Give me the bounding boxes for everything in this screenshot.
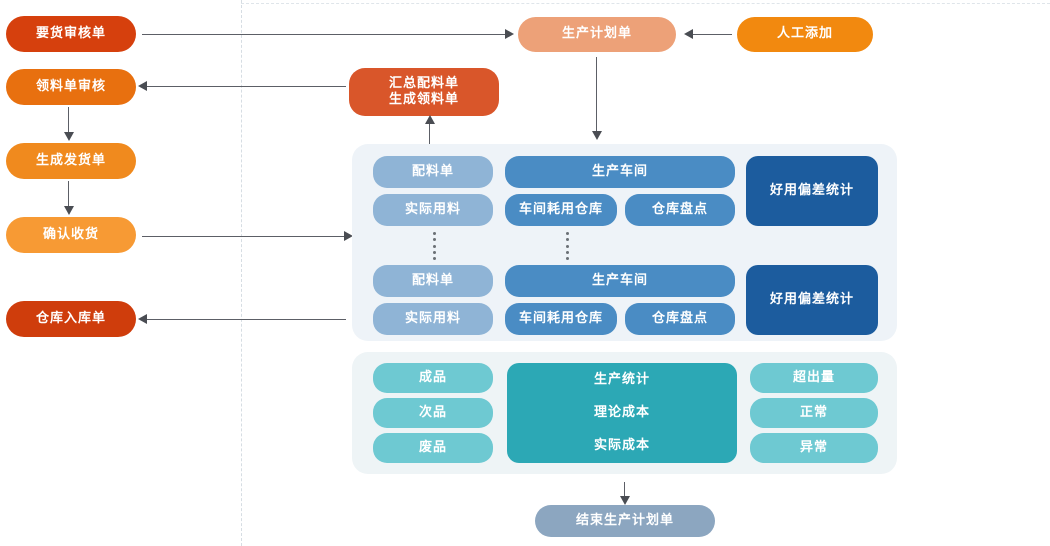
arrow-line-plan-to-production <box>596 57 597 133</box>
arrow-head-production-to-summarize <box>425 115 435 124</box>
node-stock-check-1[interactable]: 仓库盘点 <box>625 194 735 226</box>
node-warehouse-inbound-order[interactable]: 仓库入库单 <box>6 301 136 337</box>
arrow-line-requisition-to-plan <box>142 34 506 35</box>
node-deviation-statistics-1[interactable]: 好用偏差统计 <box>746 156 878 226</box>
node-requisition-review[interactable]: 要货审核单 <box>6 16 136 52</box>
node-production-plan-order[interactable]: 生产计划单 <box>518 17 676 52</box>
ellipsis-dots-right <box>566 232 569 260</box>
arrow-line-delivery-to-receipt <box>68 181 69 208</box>
node-confirm-receipt[interactable]: 确认收货 <box>6 217 136 253</box>
node-scrap-product[interactable]: 废品 <box>373 433 493 463</box>
node-recipe-order-2[interactable]: 配料单 <box>373 265 493 297</box>
node-generate-delivery-order[interactable]: 生成发货单 <box>6 143 136 179</box>
node-workshop-2[interactable]: 生产车间 <box>505 265 735 297</box>
node-workshop-1[interactable]: 生产车间 <box>505 156 735 188</box>
node-defective-product[interactable]: 次品 <box>373 398 493 428</box>
production-statistics-line-1: 生产统计 <box>593 371 650 387</box>
arrow-head-summarize-to-requisition-review <box>138 81 147 91</box>
node-stock-check-2[interactable]: 仓库盘点 <box>625 303 735 335</box>
node-workshop-warehouse-1[interactable]: 车间耗用仓库 <box>505 194 617 226</box>
arrow-line-manual-to-plan <box>692 34 732 35</box>
arrow-head-plan-to-production <box>592 131 602 140</box>
node-production-statistics[interactable]: 生产统计 理论成本 实际成本 <box>507 363 737 463</box>
arrow-line-review-to-delivery <box>68 107 69 134</box>
arrow-head-production-to-inbound <box>138 314 147 324</box>
node-summarize-recipe-generate-requisition[interactable]: 汇总配料单 生成领料单 <box>349 68 499 116</box>
production-statistics-line-3: 实际成本 <box>593 438 650 454</box>
node-actual-material-2[interactable]: 实际用料 <box>373 303 493 335</box>
arrow-head-review-to-delivery <box>64 132 74 141</box>
node-manual-add[interactable]: 人工添加 <box>737 17 873 52</box>
ellipsis-dots-left <box>433 232 436 260</box>
vertical-dashed-divider <box>241 0 242 546</box>
node-end-production-plan[interactable]: 结束生产计划单 <box>535 505 715 537</box>
node-recipe-order-1[interactable]: 配料单 <box>373 156 493 188</box>
node-excess-quantity[interactable]: 超出量 <box>750 363 878 393</box>
horizontal-dashed-divider <box>241 3 1050 4</box>
node-workshop-warehouse-2[interactable]: 车间耗用仓库 <box>505 303 617 335</box>
arrow-line-production-to-inbound <box>146 319 346 320</box>
node-normal[interactable]: 正常 <box>750 398 878 428</box>
node-actual-material-1[interactable]: 实际用料 <box>373 194 493 226</box>
node-deviation-statistics-2[interactable]: 好用偏差统计 <box>746 265 878 335</box>
arrow-line-statistics-to-end <box>624 482 625 499</box>
arrow-head-requisition-to-plan <box>505 29 514 39</box>
production-statistics-line-2: 理论成本 <box>593 404 650 420</box>
arrow-line-summarize-to-requisition-review <box>146 86 346 87</box>
arrow-head-statistics-to-end <box>620 496 630 505</box>
node-finished-product[interactable]: 成品 <box>373 363 493 393</box>
arrow-head-manual-to-plan <box>684 29 693 39</box>
arrow-line-receipt-to-production <box>142 236 346 237</box>
arrow-head-delivery-to-receipt <box>64 206 74 215</box>
node-material-requisition-review[interactable]: 领料单审核 <box>6 69 136 105</box>
arrow-line-production-to-summarize <box>429 121 430 146</box>
node-abnormal[interactable]: 异常 <box>750 433 878 463</box>
arrow-head-receipt-to-production <box>344 231 353 241</box>
